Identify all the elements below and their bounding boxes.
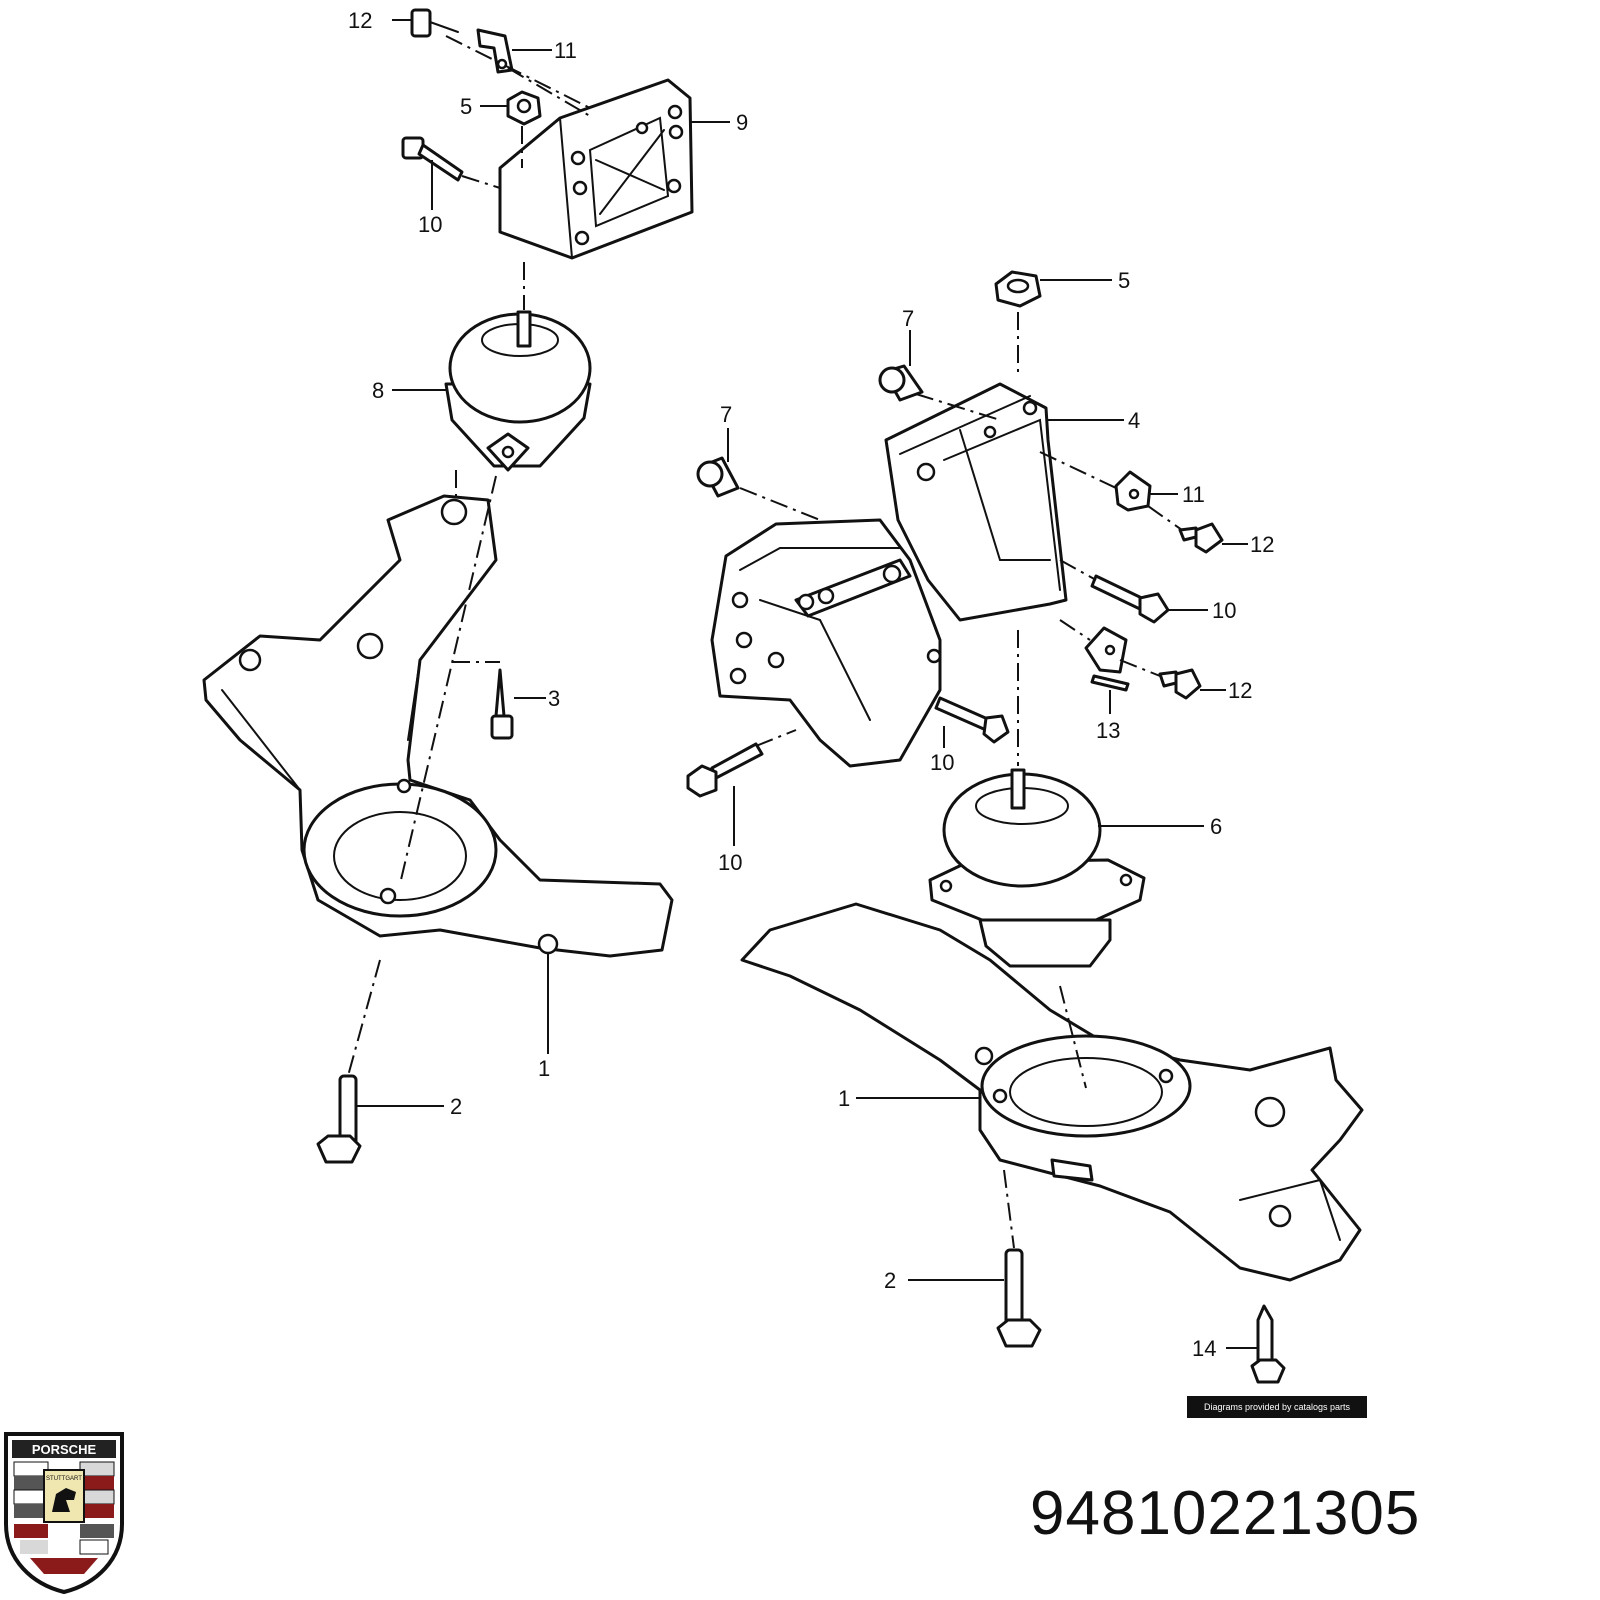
bolt-2-left [316,1074,362,1164]
bolt-12-right-lower [1158,668,1202,700]
assembly-centerlines [347,35,1183,1249]
callout-12: 12 [1228,678,1252,703]
nut-5-right [994,270,1042,308]
callout-11: 11 [554,38,577,63]
callout-10: 10 [718,850,742,875]
callout-14: 14 [1192,1336,1216,1361]
bushing-7-lower [696,456,740,498]
callout-7: 7 [902,306,914,331]
clip-11-top-left [476,28,514,74]
engine-bracket-lower [710,518,942,768]
part-number: 94810221305 [1030,1479,1421,1548]
callout-8: 8 [372,378,384,403]
callout-leaders [356,19,1258,1349]
bolt-10-top-left [401,136,464,182]
callout-1: 1 [538,1056,550,1081]
bolt-12-top-left [410,8,459,38]
bushing-7-upper [878,364,924,402]
callout-2: 2 [450,1094,462,1119]
svg-text:STUTTGART: STUTTGART [46,1476,82,1482]
screw-14 [1250,1304,1286,1384]
callout-7: 7 [720,402,732,427]
callout-6: 6 [1210,814,1222,839]
bolt-12-right-upper [1178,522,1224,554]
callout-5: 5 [1118,268,1130,293]
callout-2: 2 [884,1268,896,1293]
callout-10: 10 [418,212,442,237]
screw-3 [490,668,514,740]
subframe-1-left [202,494,674,958]
clip-11-right [1114,470,1152,512]
callout-labels: 12 11 5 9 10 8 3 1 2 5 7 7 4 11 12 10 12… [348,8,1274,1361]
callout-9: 9 [736,110,748,135]
bolt-10-center [934,696,1010,744]
bolt-10-lower [686,742,764,798]
bolt-2-right [996,1248,1042,1348]
callout-10: 10 [930,750,954,775]
svg-text:PORSCHE: PORSCHE [32,1442,97,1457]
bracket-9 [498,78,694,260]
callout-5: 5 [460,94,472,119]
callout-10: 10 [1212,598,1236,623]
engine-mount-8 [444,310,592,472]
callout-12: 12 [1250,532,1274,557]
bolt-10-right [1090,574,1170,624]
bracket-4 [884,382,1068,622]
clip-13 [1084,626,1130,692]
callout-13: 13 [1096,718,1120,743]
callout-4: 4 [1128,408,1140,433]
callout-3: 3 [548,686,560,711]
diagram-credit: Diagrams provided by catalogs parts [1187,1396,1367,1418]
callout-1: 1 [838,1086,850,1111]
nut-5-top-left [506,90,542,126]
porsche-crest-logo: PORSCHE STUTTGART [4,1432,124,1595]
callout-12: 12 [348,8,372,33]
engine-mount-6 [928,768,1146,968]
callout-11: 11 [1182,482,1205,507]
